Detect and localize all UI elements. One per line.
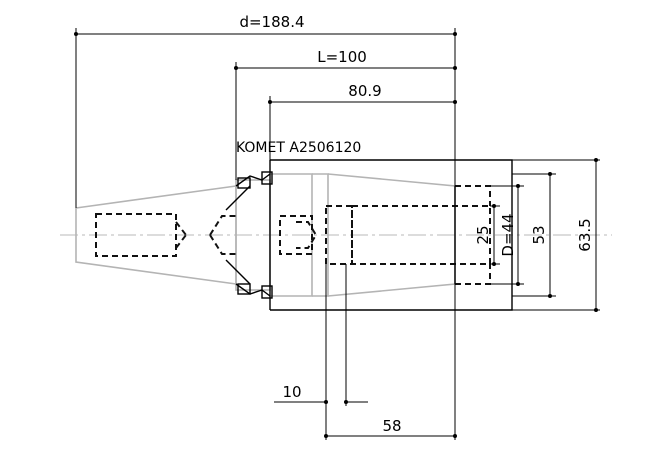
pull-stud-hidden-lines [95,213,238,257]
extension-lines [75,28,600,440]
dim-length-l: L=100 [317,48,367,66]
dim-diameter-d: D=44 [499,213,517,256]
dim-length-58: 58 [382,417,401,435]
dim-overall-length: d=188.4 [239,13,304,31]
dimension-lines [74,32,598,438]
dim-width-10: 10 [282,383,301,401]
dim-diameter-53: 53 [530,225,548,244]
drive-keys [225,171,273,299]
dim-length-80: 80.9 [348,82,381,100]
dim-diameter-25: 25 [474,225,492,244]
part-label: KOMET A2506120 [236,140,361,156]
dim-diameter-63: 63.5 [576,218,594,251]
